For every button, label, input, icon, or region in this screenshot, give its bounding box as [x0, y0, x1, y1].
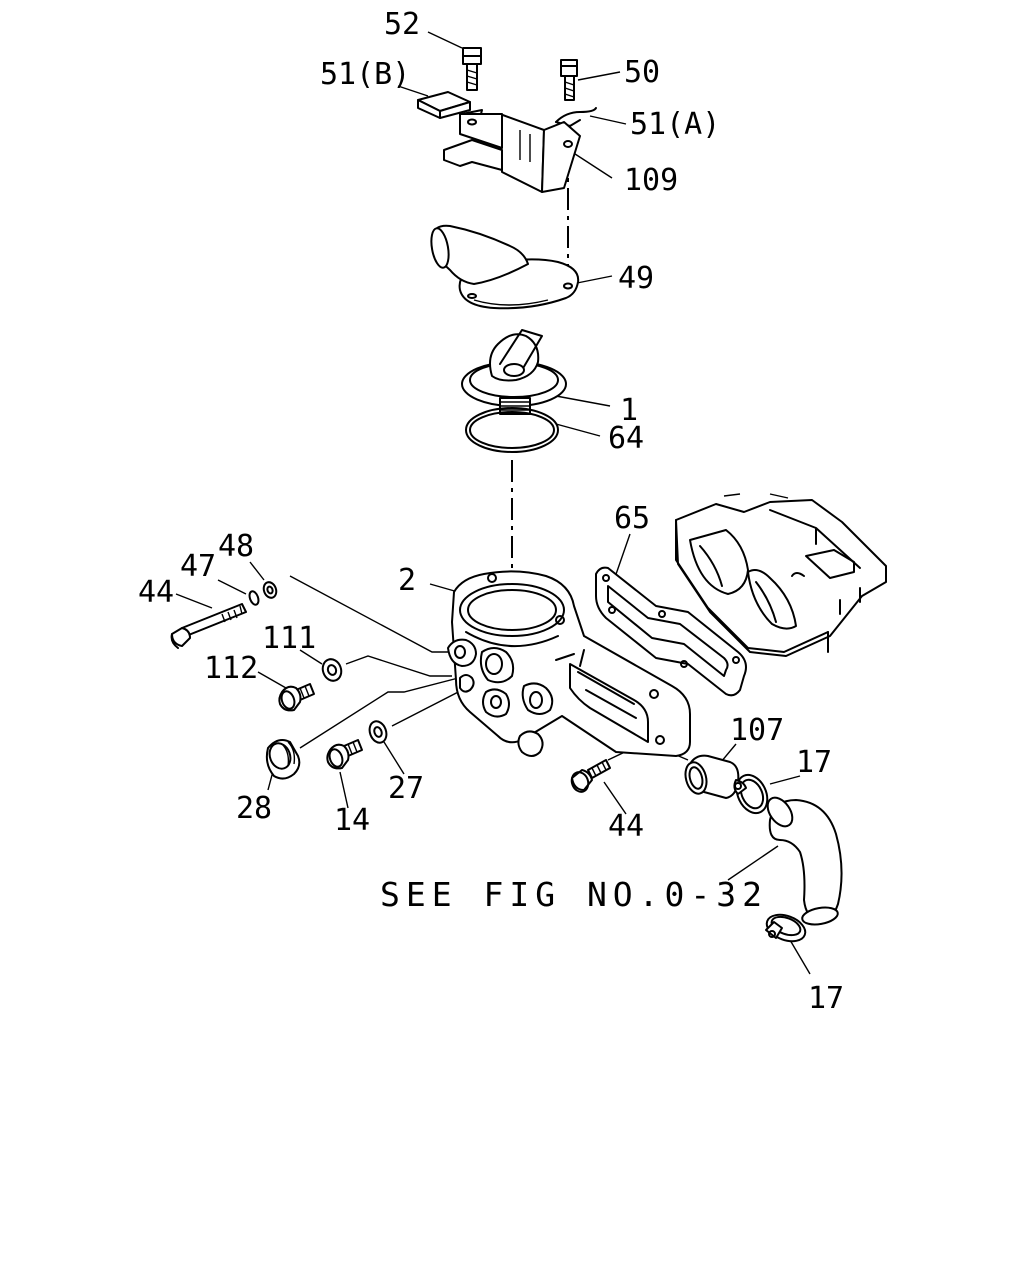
washer-111 [321, 658, 343, 682]
label-107: 107 [730, 713, 784, 748]
housing-2 [447, 570, 691, 757]
see-fig-note: SEE FIG NO.0-32 [380, 875, 768, 914]
cover-49 [430, 224, 580, 310]
label-50: 50 [624, 55, 660, 90]
bolt-52 [462, 47, 482, 91]
plug-14 [326, 739, 363, 770]
gasket-65 [595, 566, 747, 697]
label-51b: 51(B) [320, 57, 410, 92]
label-17-lower: 17 [808, 981, 844, 1016]
pipe-107 [684, 754, 740, 799]
label-112: 112 [204, 651, 258, 686]
label-49: 49 [618, 261, 654, 296]
hose-clamp-17-lower [765, 913, 807, 943]
bolt-50 [560, 59, 578, 101]
label-47: 47 [180, 549, 216, 584]
plug-bolt-112 [278, 683, 315, 712]
label-48: 48 [218, 529, 254, 564]
label-51a: 51(A) [630, 107, 720, 142]
label-44-long: 44 [138, 575, 174, 610]
label-64: 64 [608, 421, 644, 456]
hose [766, 796, 843, 926]
hose-clamp-17-upper [733, 773, 769, 815]
bolt-44-long [170, 603, 247, 649]
gasket-ring-64 [465, 407, 559, 453]
label-2: 2 [398, 563, 416, 598]
washer-48 [262, 581, 278, 599]
bolt-44-flange [570, 759, 611, 793]
label-1: 1 [620, 393, 638, 428]
label-27: 27 [388, 771, 424, 806]
bracket-109 [443, 113, 581, 193]
sensor-28 [265, 739, 301, 780]
label-14: 14 [334, 803, 370, 838]
label-44-flange: 44 [608, 809, 644, 844]
label-28: 28 [236, 791, 272, 826]
thermostat-1 [461, 329, 567, 415]
spring-washer-47 [248, 590, 260, 606]
label-65: 65 [614, 501, 650, 536]
leader-lines [175, 31, 811, 975]
label-109: 109 [624, 163, 678, 198]
engine-block [675, 493, 887, 657]
label-111: 111 [262, 621, 316, 656]
part-labels: 52 51(B) 50 51(A) 109 49 1 64 65 2 48 47… [138, 7, 844, 1016]
washer-27 [368, 720, 388, 744]
label-17-upper: 17 [796, 745, 832, 780]
label-52: 52 [384, 7, 420, 42]
